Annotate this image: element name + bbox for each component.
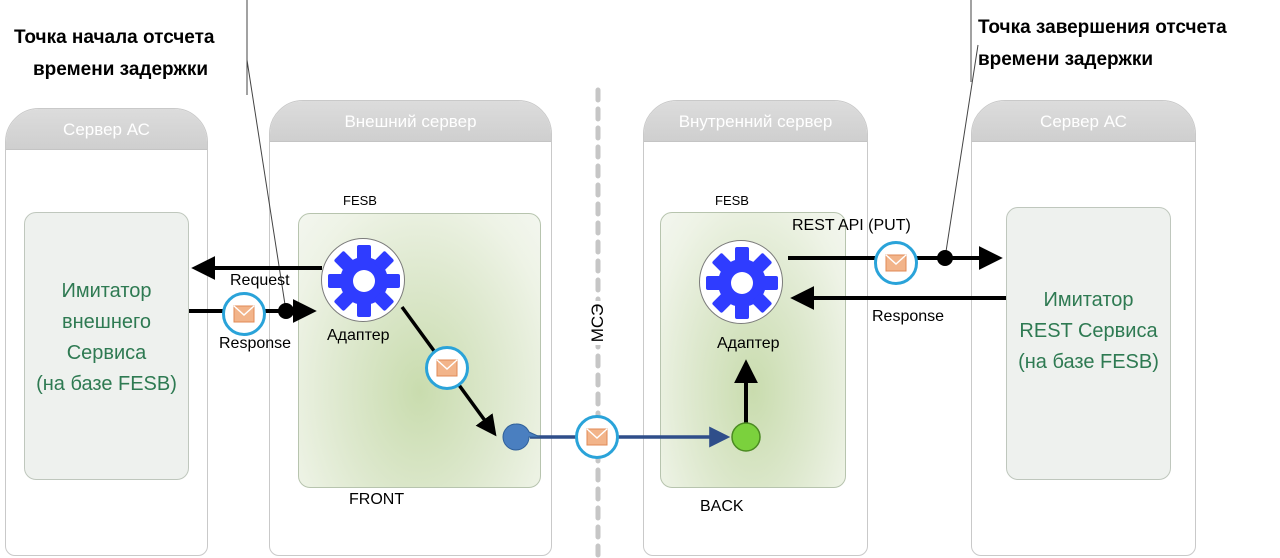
right-imitator-box [1006,207,1171,480]
right-imitator-line-2: REST Сервиса [1019,320,1158,342]
end-point-line-1: Точка завершения отсчета [978,17,1227,38]
right-imitator-text: Имитатор REST Сервиса (на базе FESB) [1006,285,1171,378]
front-label: FRONT [349,491,405,508]
back-label: BACK [700,498,744,515]
left-imitator-line-2: внешнего [62,311,151,333]
left-imitator-line-1: Имитатор [61,280,152,302]
envelope-badge-right [874,241,918,285]
internal-adapter-gear [699,240,783,324]
internal-server-title: Внутренний сервер [644,101,867,142]
response-label-left: Response [219,335,292,352]
internal-adapter-label: Адаптер [717,335,780,352]
external-adapter-label: Адаптер [327,327,390,344]
end-point-line-2: времени задержки [978,49,1154,70]
back-node [731,422,761,452]
envelope-icon [885,254,907,272]
start-measure-dot [278,303,294,319]
start-point-line-1: Точка начала отсчета [14,27,215,48]
left-imitator-text: Имитатор внешнего Сервиса (на базе FESB) [24,276,189,400]
external-server-title: Внешний сервер [270,101,551,142]
response-label-right: Response [872,308,945,325]
request-label: Request [230,272,290,289]
gear-icon [706,247,778,319]
right-imitator-line-3: (на базе FESB) [1018,351,1159,373]
left-imitator-box [24,212,189,480]
gear-icon [328,245,400,317]
external-fesb-label: FESB [343,193,377,208]
envelope-icon [233,305,255,323]
front-node [502,423,541,451]
right-as-server-title: Сервер АС [972,101,1195,142]
rest-api-label: REST API (PUT) [792,217,911,234]
end-point-pointer-line [944,44,979,259]
start-point-annotation: Точка начала отсчета времени задержки [14,22,215,86]
envelope-icon [586,428,608,446]
envelope-badge-left [222,292,266,336]
envelope-badge-bus [575,415,619,459]
left-imitator-line-3: Сервиса [66,342,147,364]
mce-divider-label: МСЭ [588,301,608,345]
left-as-server-title: Сервер АС [6,109,207,150]
left-imitator-line-4: (на базе FESB) [36,373,177,395]
end-point-annotation: Точка завершения отсчета времени задержк… [978,12,1227,76]
envelope-badge-adapter-front [425,346,469,390]
envelope-icon [436,359,458,377]
right-imitator-line-1: Имитатор [1043,289,1134,311]
start-point-line-2: времени задержки [33,59,209,80]
end-measure-dot [937,250,953,266]
external-adapter-gear [321,238,405,322]
internal-fesb-label: FESB [715,193,749,208]
